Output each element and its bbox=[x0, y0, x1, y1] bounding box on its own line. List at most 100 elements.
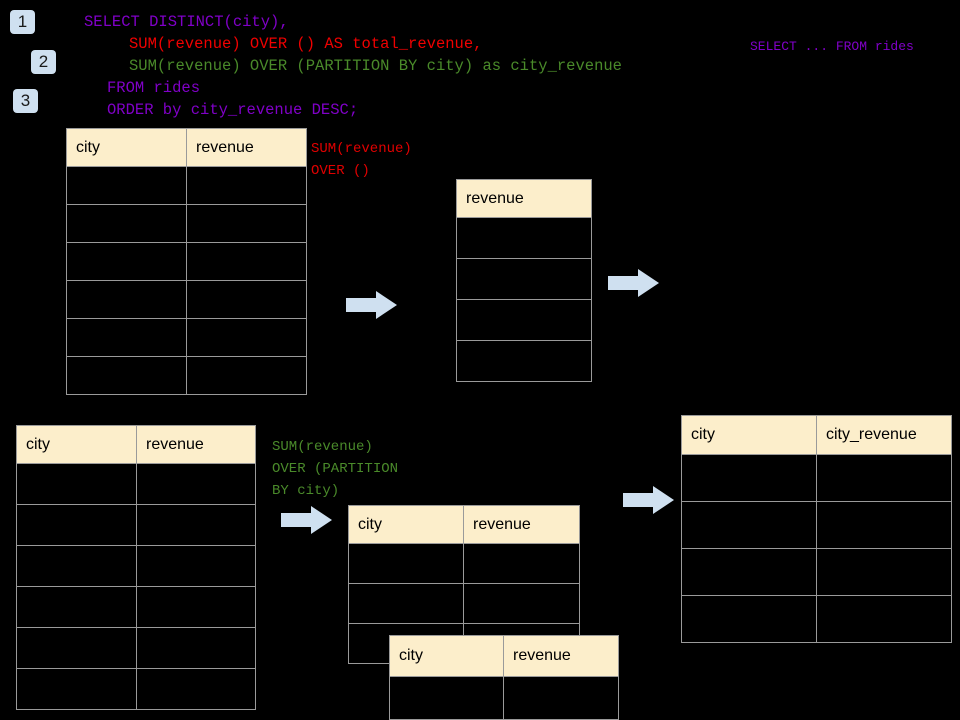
table-cell bbox=[66, 280, 187, 319]
table-row bbox=[681, 454, 952, 502]
column-header-city: city bbox=[389, 635, 504, 677]
table-cell bbox=[186, 242, 307, 281]
table-row bbox=[681, 595, 952, 643]
table-cell bbox=[503, 676, 619, 720]
table-row bbox=[66, 318, 307, 357]
column-header-city: city bbox=[348, 505, 464, 544]
sql-line-select: SELECT DISTINCT(city), bbox=[84, 13, 289, 31]
arrow-source-to-total bbox=[346, 290, 398, 320]
table-cell bbox=[816, 548, 952, 596]
table-cell bbox=[681, 501, 817, 549]
table-row bbox=[389, 676, 619, 720]
table-cell bbox=[186, 204, 307, 243]
column-header-city: city bbox=[66, 128, 187, 167]
arrow-total-to-result bbox=[608, 268, 660, 298]
table-cell bbox=[186, 356, 307, 395]
sql-line-total-revenue: SUM(revenue) OVER () AS total_revenue, bbox=[129, 35, 483, 53]
table-row bbox=[16, 668, 256, 710]
table-cell bbox=[136, 627, 256, 669]
table-cell bbox=[136, 463, 256, 505]
table-cell bbox=[463, 583, 580, 624]
column-header-city: city bbox=[681, 415, 817, 455]
table-cell bbox=[816, 501, 952, 549]
sql-line-city-revenue: SUM(revenue) OVER (PARTITION BY city) as… bbox=[129, 57, 622, 75]
table-cell bbox=[136, 545, 256, 587]
table-row bbox=[456, 340, 592, 382]
column-header-revenue: revenue bbox=[456, 179, 592, 218]
table-cell bbox=[66, 204, 187, 243]
table-cell bbox=[66, 242, 187, 281]
table-row bbox=[456, 258, 592, 300]
table-row bbox=[456, 217, 592, 259]
table-cell bbox=[681, 595, 817, 643]
table-cell bbox=[389, 676, 504, 720]
column-header-city-revenue: city_revenue bbox=[816, 415, 952, 455]
note-over-partition: SUM(revenue) OVER (PARTITION BY city) bbox=[272, 439, 399, 499]
table-cell bbox=[186, 318, 307, 357]
table-row bbox=[348, 583, 580, 624]
table-cell bbox=[456, 217, 592, 259]
step-badge-3: 3 bbox=[13, 89, 38, 113]
table-row bbox=[66, 166, 307, 205]
table-cell bbox=[681, 454, 817, 502]
step-badge-1: 1 bbox=[10, 10, 35, 34]
table-row bbox=[16, 504, 256, 546]
table-row bbox=[66, 356, 307, 395]
table-row bbox=[16, 463, 256, 505]
table-cell bbox=[16, 463, 137, 505]
table-cell bbox=[66, 356, 187, 395]
sql-line-order-by: ORDER by city_revenue DESC; bbox=[107, 101, 359, 119]
sql-side-note: SELECT ... FROM rides bbox=[750, 39, 914, 54]
arrow-source-to-partition bbox=[281, 505, 333, 535]
column-header-revenue: revenue bbox=[186, 128, 307, 167]
column-header-revenue: revenue bbox=[503, 635, 619, 677]
step-badge-2: 2 bbox=[31, 50, 56, 74]
table-cell bbox=[66, 166, 187, 205]
table-cell bbox=[456, 258, 592, 300]
column-header-city: city bbox=[16, 425, 137, 464]
table-row bbox=[66, 204, 307, 243]
table-cell bbox=[681, 548, 817, 596]
column-header-revenue: revenue bbox=[463, 505, 580, 544]
table-cell bbox=[136, 586, 256, 628]
table-cell bbox=[186, 166, 307, 205]
table-cell bbox=[16, 504, 137, 546]
table-row bbox=[16, 586, 256, 628]
table-cell bbox=[136, 668, 256, 710]
table-row bbox=[348, 543, 580, 584]
table-cell bbox=[186, 280, 307, 319]
table-row bbox=[66, 242, 307, 281]
column-header-revenue: revenue bbox=[136, 425, 256, 464]
table-cell bbox=[456, 340, 592, 382]
table-cell bbox=[456, 299, 592, 341]
table-cell bbox=[66, 318, 187, 357]
table-row bbox=[16, 627, 256, 669]
table-cell bbox=[16, 668, 137, 710]
table-header-row: revenue bbox=[456, 179, 592, 218]
sql-line-from: FROM rides bbox=[107, 79, 201, 97]
table-row bbox=[16, 545, 256, 587]
table-row bbox=[66, 280, 307, 319]
table-cell bbox=[16, 586, 137, 628]
table-cell bbox=[16, 627, 137, 669]
table-cell bbox=[463, 543, 580, 584]
table-cell bbox=[348, 583, 464, 624]
table-row bbox=[456, 299, 592, 341]
table-cell bbox=[16, 545, 137, 587]
table-cell bbox=[816, 454, 952, 502]
table-row bbox=[681, 548, 952, 596]
table-total-revenue: revenue bbox=[456, 179, 592, 382]
note-over-all: SUM(revenue) OVER () bbox=[311, 141, 412, 179]
arrow-partition-to-result bbox=[623, 485, 675, 515]
table-row bbox=[681, 501, 952, 549]
table-cell bbox=[816, 595, 952, 643]
